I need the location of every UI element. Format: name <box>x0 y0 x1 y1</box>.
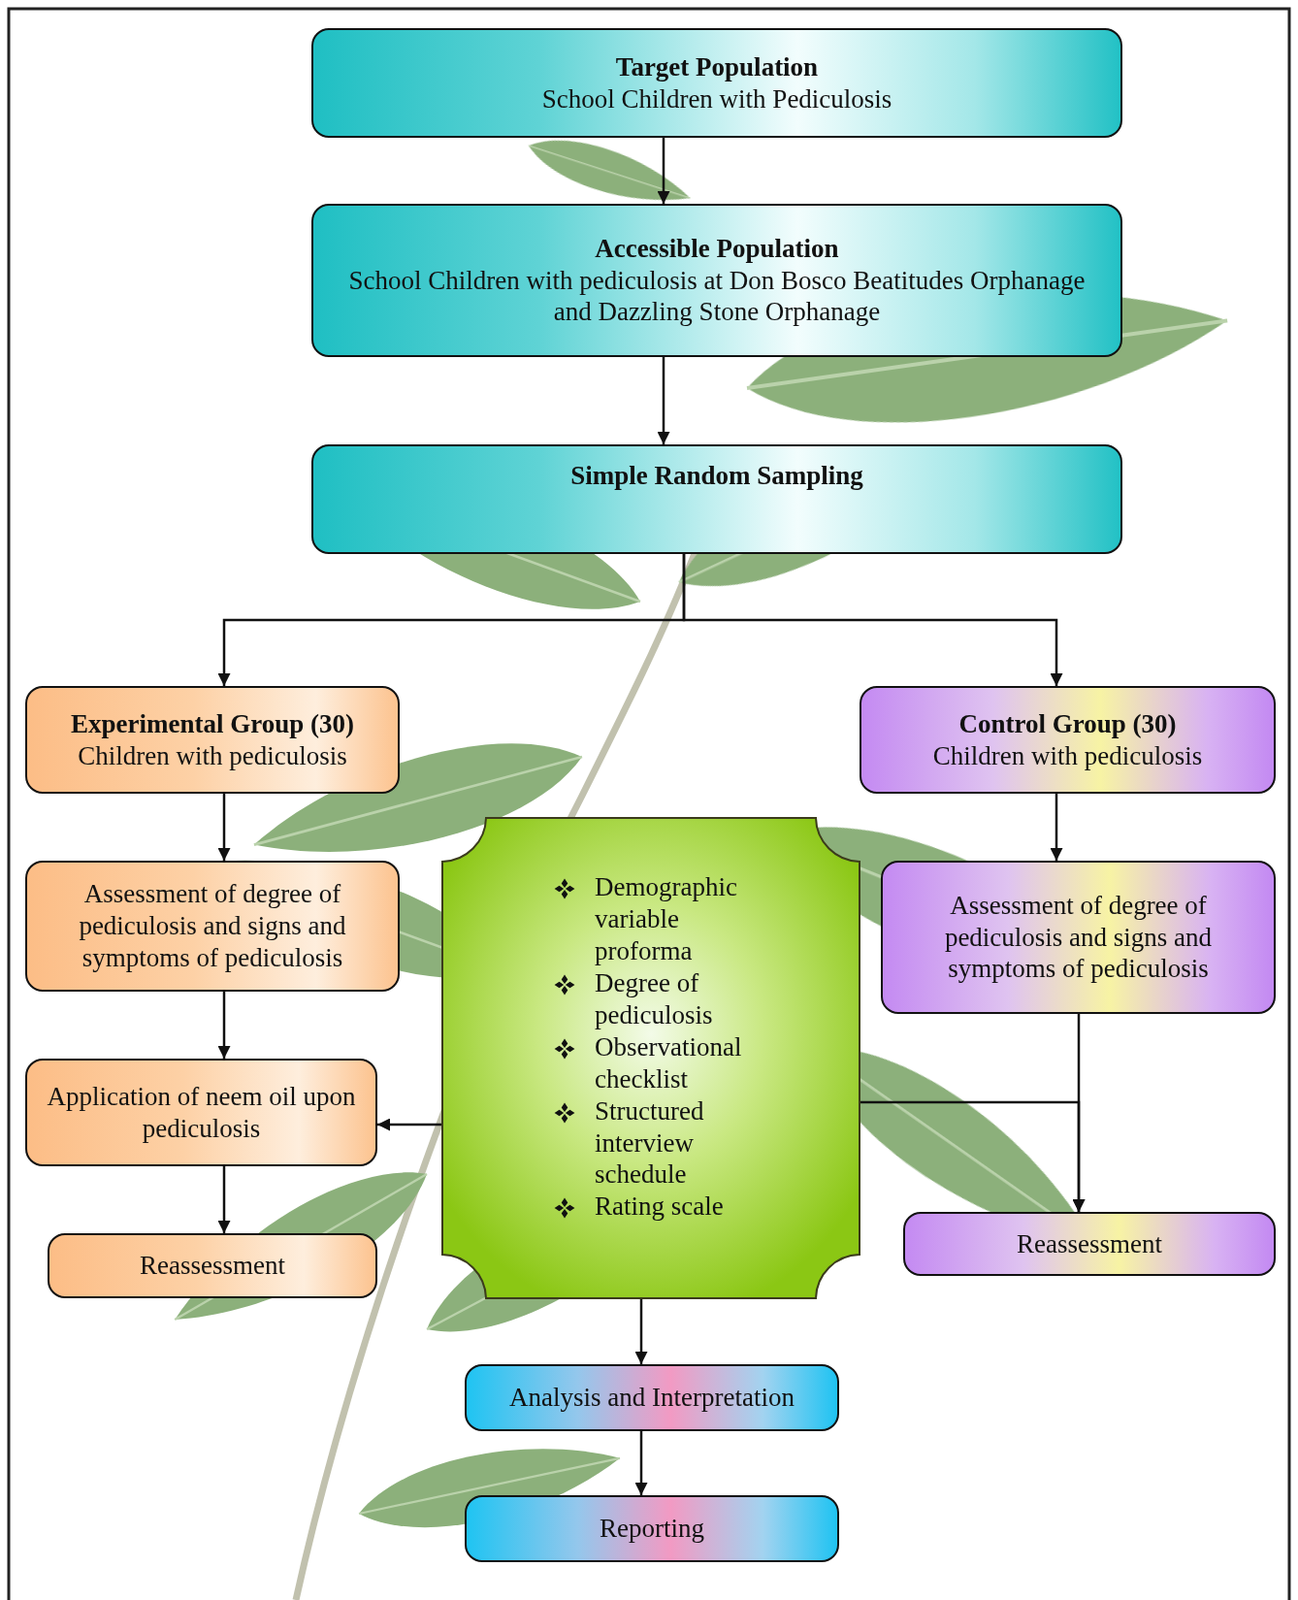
tool-item: Rating scale <box>553 1190 779 1223</box>
bullet-symbol <box>553 973 576 996</box>
tool-item: Structured interview schedule <box>553 1095 779 1192</box>
page-frame <box>8 8 1290 1600</box>
process-box: Reassessment <box>903 1211 1276 1276</box>
box-text: Children with pediculosis <box>77 740 347 773</box>
process-box: Reassessment <box>47 1233 378 1298</box>
box-heading: Control Group (30) <box>958 708 1176 741</box>
flow-arrow <box>640 1430 644 1495</box>
process-box: Experimental Group (30)Children with ped… <box>25 685 400 794</box>
box-text: School Children with Pediculosis <box>542 83 893 116</box>
box-text: Reassessment <box>139 1249 286 1282</box>
flow-arrow <box>223 991 227 1059</box>
flow-arrow <box>1055 793 1059 861</box>
tool-text: Demographic variable proforma <box>594 872 738 966</box>
process-box: Analysis and Interpretation <box>464 1363 840 1431</box>
box-text: Reporting <box>599 1512 705 1545</box>
flow-arrow <box>224 553 684 686</box>
flow-arrow <box>860 1102 1079 1212</box>
flow-arrow <box>640 1298 644 1364</box>
process-box: Target PopulationSchool Children with Pe… <box>311 28 1123 138</box>
flow-arrow <box>662 356 666 445</box>
tool-text: Structured interview schedule <box>594 1096 704 1190</box>
tool-text: Observational checklist <box>594 1032 742 1094</box>
tool-text: Rating scale <box>594 1191 724 1221</box>
process-box: Simple Random Sampling <box>311 444 1123 554</box>
box-heading: Accessible Population <box>594 232 839 265</box>
box-text: Children with pediculosis <box>933 740 1202 773</box>
process-box: Assessment of degree of pediculosis and … <box>880 860 1276 1014</box>
process-box: Assessment of degree of pediculosis and … <box>25 860 400 992</box>
bullet-symbol <box>553 1102 576 1124</box>
process-box: Reporting <box>464 1494 840 1562</box>
tool-list-box: Demographic variable proformaDegree of p… <box>441 816 861 1299</box>
box-heading: Target Population <box>616 51 818 84</box>
box-text: School Children with pediculosis at Don … <box>328 264 1105 329</box>
flow-arrow <box>662 137 666 204</box>
flow-arrow <box>377 1123 442 1127</box>
box-text: Application of neem oil upon pediculosis <box>42 1080 360 1145</box>
box-text: Assessment of degree of pediculosis and … <box>898 889 1259 986</box>
flow-arrow <box>683 553 1057 686</box>
box-text: Assessment of degree of pediculosis and … <box>42 877 383 974</box>
box-text: Reassessment <box>1016 1228 1163 1261</box>
bullet-symbol <box>553 877 576 900</box>
flow-arrow <box>223 793 227 861</box>
flow-arrow <box>223 1166 227 1234</box>
box-text: Analysis and Interpretation <box>509 1381 795 1414</box>
box-heading: Experimental Group (30) <box>70 708 355 741</box>
bullet-symbol <box>553 1197 576 1219</box>
box-heading: Simple Random Sampling <box>570 459 864 492</box>
bullet-symbol <box>553 1038 576 1060</box>
tool-item: Demographic variable proforma <box>553 871 779 968</box>
process-box: Application of neem oil upon pediculosis <box>25 1058 378 1167</box>
process-box: Control Group (30)Children with pediculo… <box>859 685 1276 794</box>
process-box: Accessible PopulationSchool Children wit… <box>311 203 1123 357</box>
tool-item: Observational checklist <box>553 1031 779 1096</box>
tool-text: Degree of pediculosis <box>594 968 714 1030</box>
tool-item: Degree of pediculosis <box>553 967 779 1032</box>
